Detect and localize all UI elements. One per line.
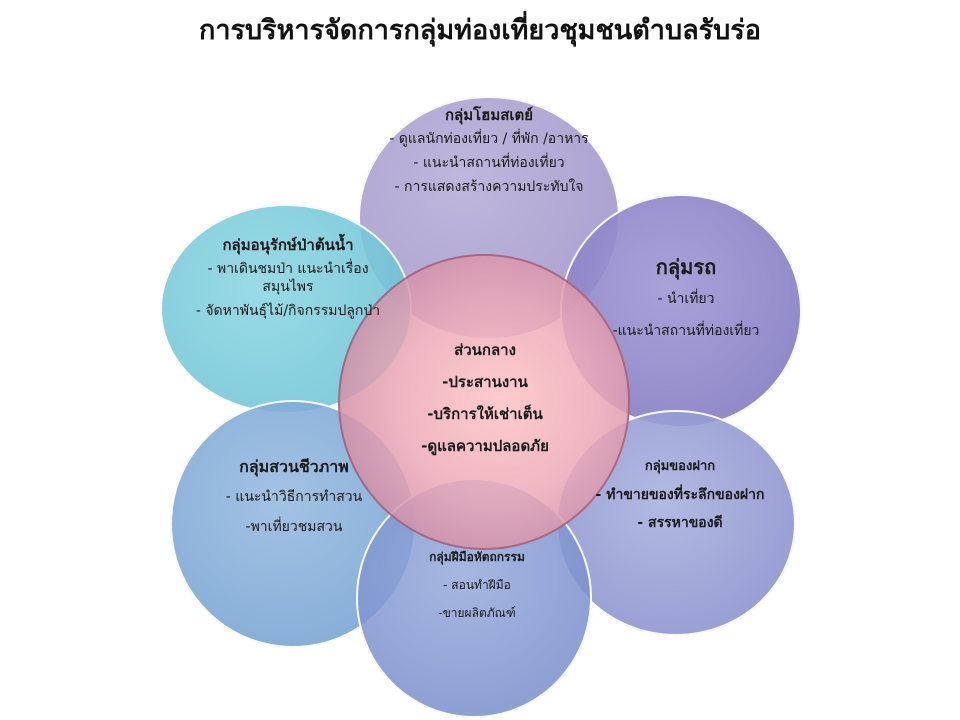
souvenir-heading: กลุ่มของฝาก <box>644 459 716 474</box>
handicraft-heading: กลุ่มฝีมือหัตถกรรม <box>429 550 525 564</box>
souvenir-line-1: - ทำขายของที่ระลึกของฝาก <box>595 487 765 503</box>
homestay-line-3: - การแสดงสร้างความประทับใจ <box>394 179 584 195</box>
homestay-text: กลุ่มโฮมสเตย์ - ดูแลนักท่องเที่ยว / ที่พ… <box>378 106 600 196</box>
center-heading: ส่วนกลาง <box>454 341 516 359</box>
forest-heading: กลุ่มอนุรักษ์ป่าต้นน้ำ <box>222 236 354 254</box>
center-line-1: -ประสานงาน <box>442 373 528 391</box>
handicraft-line-2: -ขายผลิตภัณฑ์ <box>438 606 516 620</box>
page-title: การบริหารจัดการกลุ่มท่องเที่ยวชุมชนตำบลร… <box>198 15 762 46</box>
car-text: กลุ่มรถ - นำเที่ยว -แนะนำสถานที่ท่องเที่… <box>588 255 784 340</box>
handicraft-text: กลุ่มฝีมือหัตถกรรม - สอนทำฝีมือ -ขายผลิต… <box>382 548 572 622</box>
car-line-1: - นำเที่ยว <box>657 291 715 307</box>
car-line-2: -แนะนำสถานที่ท่องเที่ยว <box>612 323 760 339</box>
center-line-3: -ดูแลความปลอดภัย <box>421 437 549 455</box>
homestay-line-2: - แนะนำสถานที่ท่องเที่ยว <box>413 155 565 171</box>
center-circle <box>338 254 630 550</box>
center-text: ส่วนกลาง -ประสานงาน -บริการให้เช่าเต็น -… <box>380 340 590 456</box>
garden-line-1: - แนะนำวิธีการทำสวน <box>225 489 363 505</box>
souvenir-line-2: - สรรหาของดี <box>637 515 723 531</box>
forest-line-1: - พาเดินชมป่า แนะนำเรื่องสมุนไพร <box>207 261 369 295</box>
forest-line-2: - จัดหาพันธุ์ไม้/กิจกรรมปลูกป่า <box>195 303 381 319</box>
homestay-heading: กลุ่มโฮมสเตย์ <box>444 106 534 124</box>
souvenir-text: กลุ่มของฝาก - ทำขายของที่ระลึกของฝาก - ส… <box>582 458 778 532</box>
car-heading: กลุ่มรถ <box>655 255 717 279</box>
garden-text: กลุ่มสวนชีวภาพ - แนะนำวิธีการทำสวน -พาเท… <box>196 458 392 536</box>
homestay-line-1: - ดูแลนักท่องเที่ยว / ที่พัก /อาหาร <box>389 131 589 147</box>
garden-heading: กลุ่มสวนชีวภาพ <box>239 457 349 476</box>
garden-line-2: -พาเที่ยวชมสวน <box>245 519 343 535</box>
handicraft-line-1: - สอนทำฝีมือ <box>443 578 511 592</box>
forest-text: กลุ่มอนุรักษ์ป่าต้นน้ำ - พาเดินชมป่า แนะ… <box>188 236 388 320</box>
center-line-2: -บริการให้เช่าเต็น <box>427 405 543 423</box>
